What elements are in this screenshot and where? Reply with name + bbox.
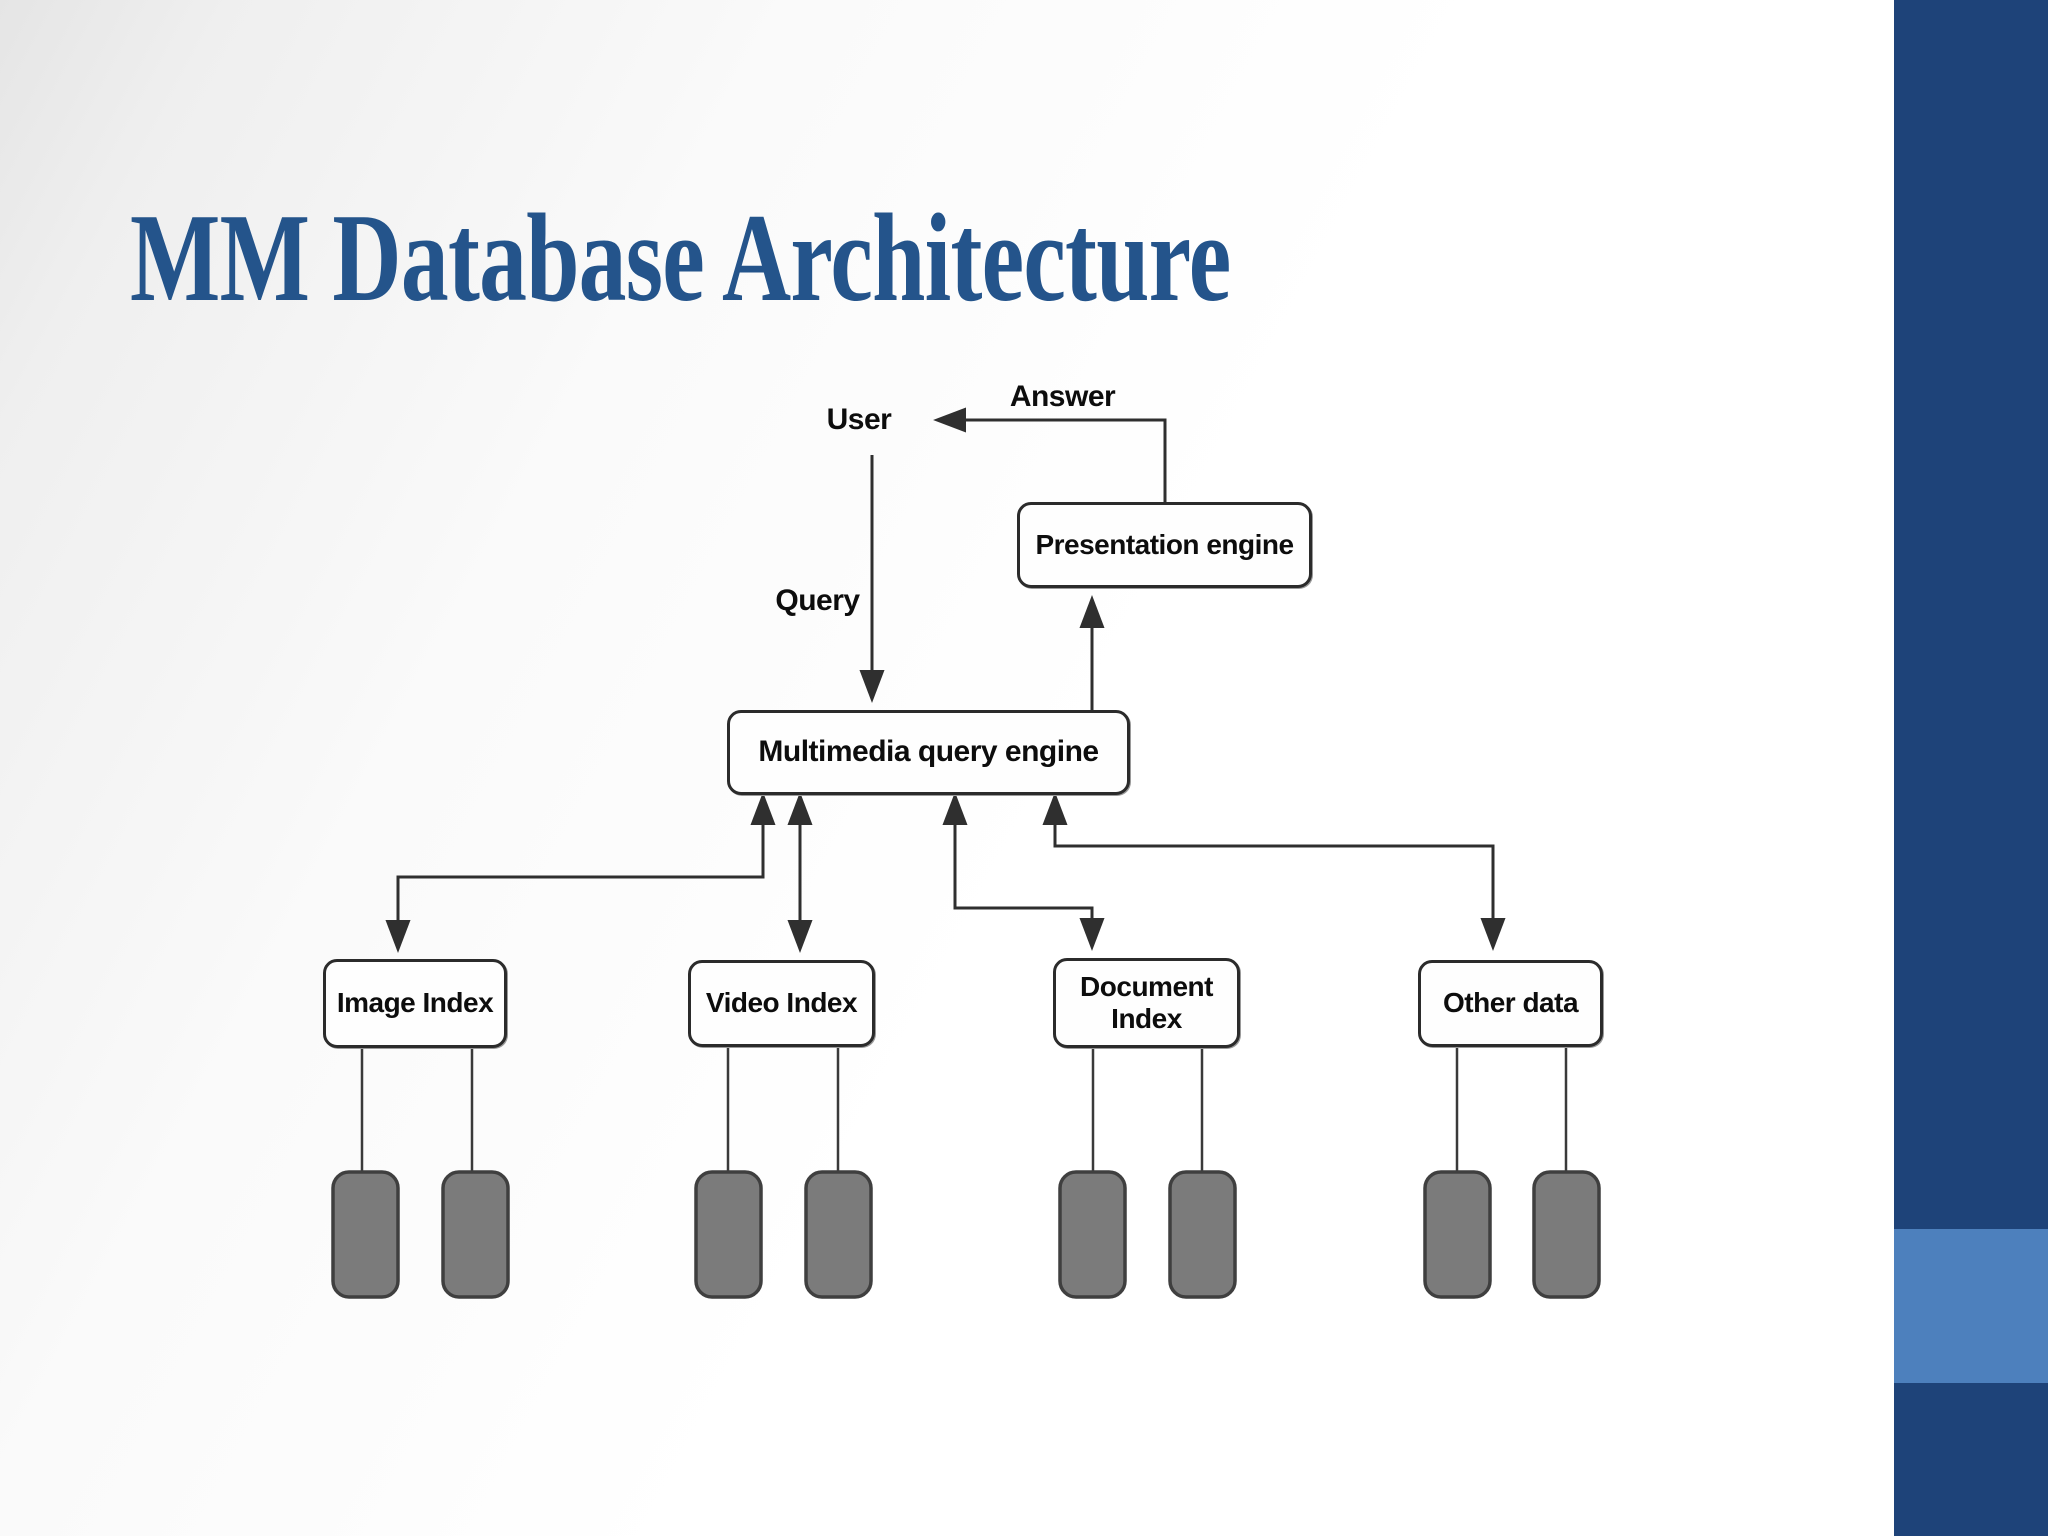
edge-multimedia-image-index bbox=[385, 792, 776, 953]
storage-cylinder bbox=[441, 1170, 510, 1299]
page-title: MM Database Architecture bbox=[130, 189, 1231, 329]
label-answer: Answer bbox=[1009, 380, 1116, 413]
node-image-index: Image Index bbox=[323, 959, 507, 1048]
node-multimedia-query-engine: Multimedia query engine bbox=[727, 710, 1130, 795]
label-user: User bbox=[826, 403, 892, 436]
storage-cylinder bbox=[804, 1170, 873, 1299]
label-query: Query bbox=[775, 584, 860, 617]
node-presentation-engine: Presentation engine bbox=[1017, 502, 1312, 588]
sidebar-accent-band bbox=[1894, 1229, 2048, 1383]
edge-answer-to-user bbox=[933, 407, 1167, 502]
storage-cylinder bbox=[1423, 1170, 1492, 1299]
storage-cylinder bbox=[694, 1170, 763, 1299]
storage-cylinder bbox=[1058, 1170, 1127, 1299]
storage-cylinder bbox=[1532, 1170, 1601, 1299]
node-document-index: Document Index bbox=[1053, 958, 1240, 1048]
node-video-index: Video Index bbox=[688, 960, 875, 1047]
edge-multimedia-document-index bbox=[942, 792, 1105, 951]
storage-cylinder bbox=[1168, 1170, 1237, 1299]
storage-cylinder bbox=[331, 1170, 400, 1299]
node-other-data: Other data bbox=[1418, 960, 1603, 1047]
edge-multimedia-other-data bbox=[1042, 792, 1506, 951]
